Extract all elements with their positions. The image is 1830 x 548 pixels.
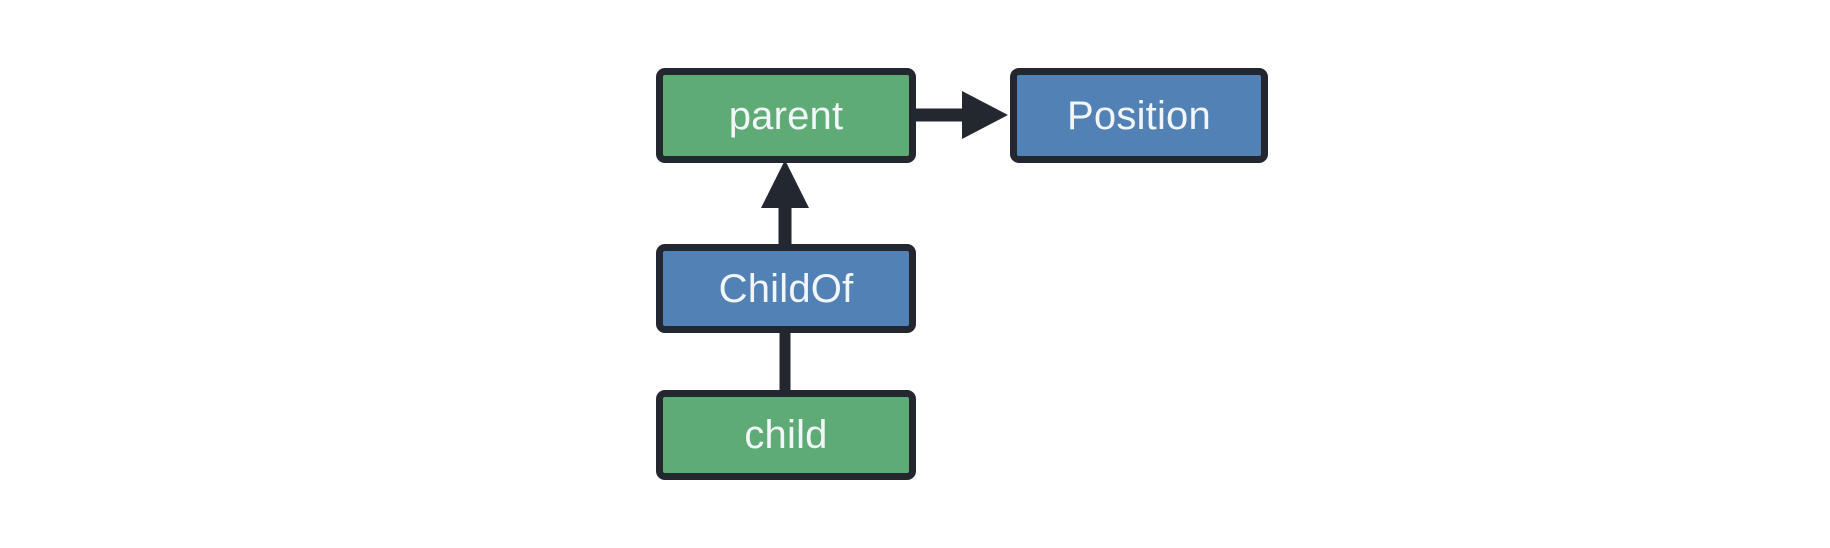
edge-parent-to-position bbox=[916, 91, 1008, 139]
node-child-label: child bbox=[744, 413, 828, 457]
edge-childof-to-parent bbox=[761, 160, 809, 246]
node-childof-label: ChildOf bbox=[718, 266, 854, 311]
node-child[interactable]: child bbox=[656, 390, 916, 480]
node-position-label: Position bbox=[1067, 93, 1211, 138]
node-position[interactable]: Position bbox=[1010, 68, 1268, 163]
arrowhead-right-icon bbox=[962, 91, 1008, 139]
node-parent[interactable]: parent bbox=[656, 68, 916, 163]
arrowhead-up-icon bbox=[761, 160, 809, 208]
node-parent-label: parent bbox=[728, 93, 844, 138]
node-childof[interactable]: ChildOf bbox=[656, 244, 916, 333]
